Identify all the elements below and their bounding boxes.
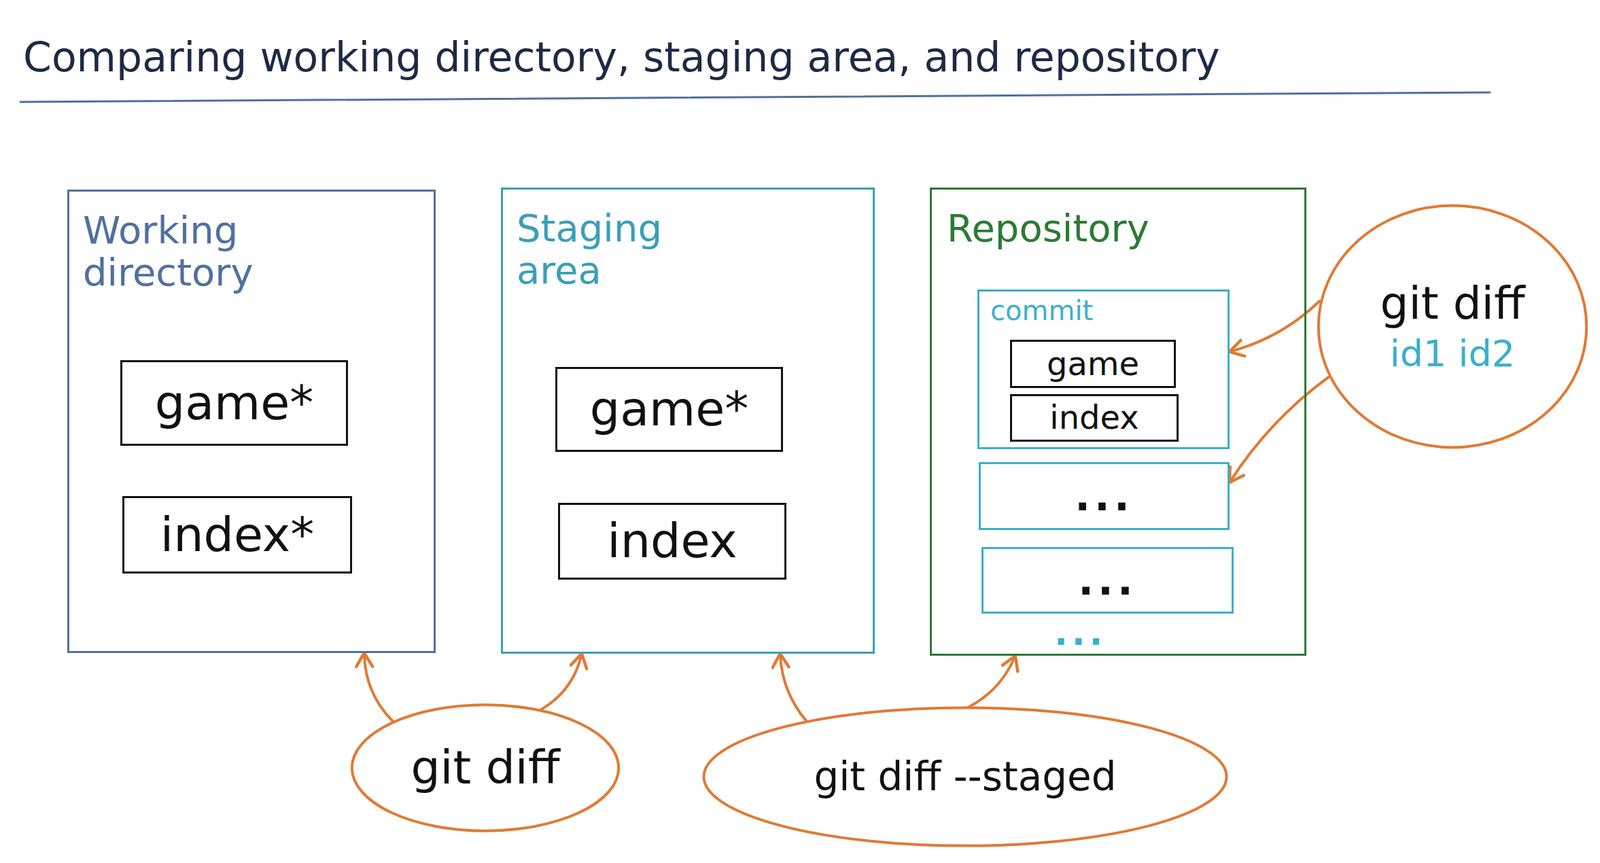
file-box: game xyxy=(1010,339,1176,389)
commit-box: ... xyxy=(978,462,1230,531)
file-box: index xyxy=(1010,394,1179,442)
node-text: ... xyxy=(1074,473,1134,520)
commit-box: commit game index xyxy=(977,289,1230,450)
node-text: game* xyxy=(589,381,750,438)
diagram-title: Comparing working directory, staging are… xyxy=(23,33,1221,81)
area-heading: Working directory xyxy=(82,209,308,293)
command-bubble: git diffid1 id2 xyxy=(1316,203,1589,450)
bubble-ellipse xyxy=(1318,205,1587,448)
area-heading: Repository xyxy=(946,207,1287,250)
node-text: index xyxy=(1049,398,1139,437)
file-box: index* xyxy=(122,496,353,574)
command-bubble: git diff --staged xyxy=(700,706,1231,847)
area-heading: Staging area xyxy=(516,207,721,291)
title-underline xyxy=(20,92,1490,102)
node-text: ... xyxy=(1077,557,1137,605)
area-panel: Working directory game* index* xyxy=(67,189,436,654)
file-box: game* xyxy=(120,360,349,446)
area-panel: Repository commit game index...... xyxy=(929,187,1307,656)
node-text: git diff --staged xyxy=(813,754,1117,800)
node-text: index* xyxy=(160,507,315,563)
node-text: git diff xyxy=(410,741,560,795)
node-text: git diff xyxy=(1380,277,1526,330)
file-box: index xyxy=(558,502,787,580)
bubble-ellipse xyxy=(352,704,619,831)
bubble-ellipse xyxy=(703,707,1227,846)
commit-box: ... xyxy=(981,547,1234,614)
arrow-connector xyxy=(969,655,1016,707)
continuation-dots: ... xyxy=(1033,615,1129,651)
node-subtext: id1 id2 xyxy=(1389,333,1516,376)
node-text: game* xyxy=(154,375,315,431)
node-text: index xyxy=(606,513,738,569)
node-text: game xyxy=(1046,345,1140,383)
arrow-connector xyxy=(780,653,807,722)
area-heading: commit xyxy=(990,295,1208,326)
command-bubble: git diff xyxy=(350,704,621,832)
file-box: game* xyxy=(555,367,784,452)
arrow-connector xyxy=(364,653,393,722)
arrow-connector xyxy=(1229,377,1329,483)
area-panel: Staging area game* index xyxy=(500,187,875,654)
arrow-connector xyxy=(541,653,582,710)
